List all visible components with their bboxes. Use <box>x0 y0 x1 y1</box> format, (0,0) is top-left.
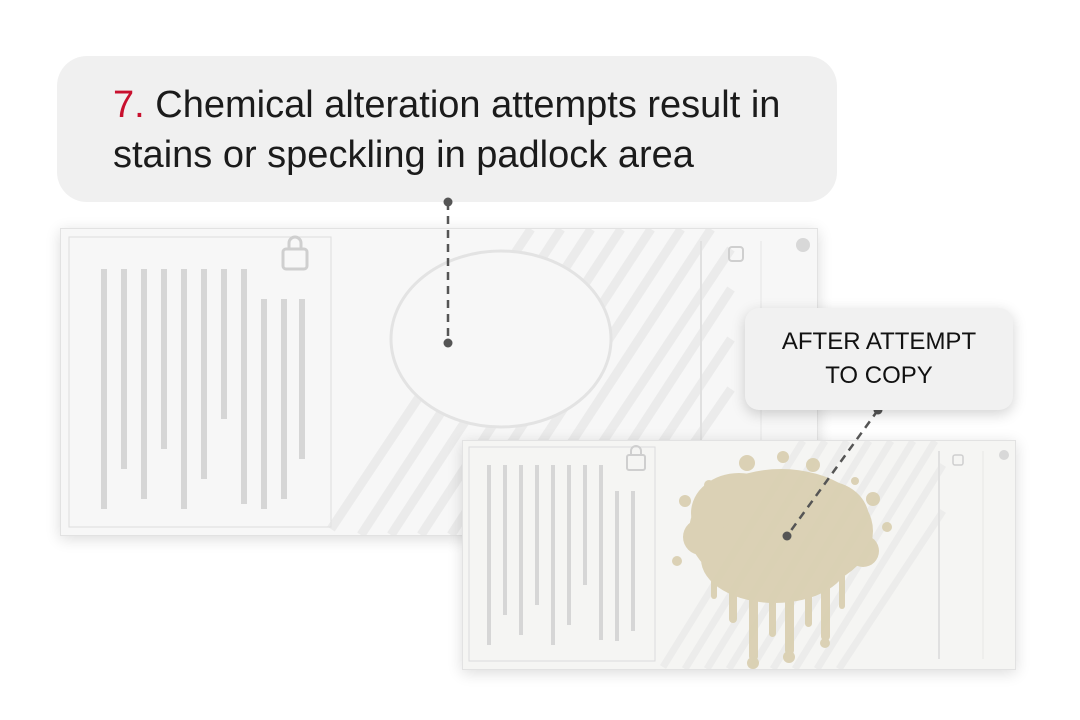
original-check-artwork <box>68 229 810 535</box>
padlock-icon <box>281 235 309 271</box>
after-check-artwork <box>468 441 1009 669</box>
original-check-image <box>60 228 818 536</box>
padlock-area <box>389 249 613 429</box>
after-attempt-label: AFTER ATTEMPT TO COPY <box>745 308 1013 410</box>
callout-description: Chemical alteration attempts result in s… <box>113 84 781 176</box>
after-attempt-label-text: AFTER ATTEMPT TO COPY <box>781 328 977 389</box>
after-copy-check-image <box>462 440 1016 670</box>
padlock-icon <box>626 445 646 471</box>
callout-number: 7. <box>113 84 145 126</box>
security-feature-lines <box>487 465 635 645</box>
security-feature-lines <box>101 269 305 509</box>
callout-text: 7. Chemical alteration attempts result i… <box>113 80 813 180</box>
callout-box: 7. Chemical alteration attempts result i… <box>57 56 837 202</box>
